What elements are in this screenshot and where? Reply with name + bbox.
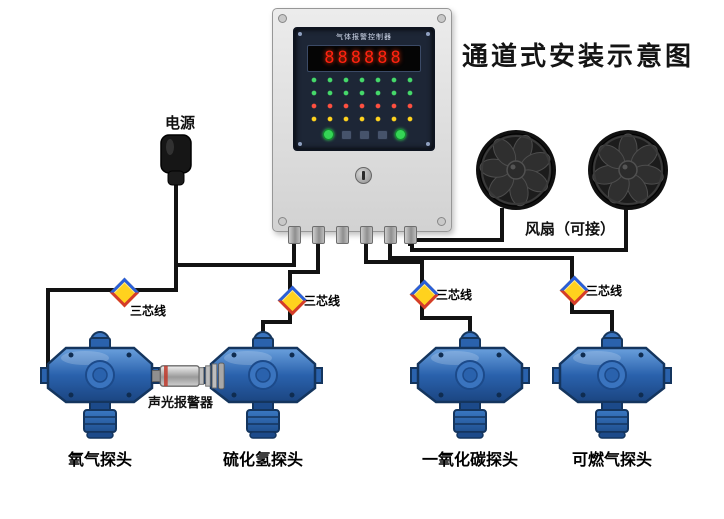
- screw-icon: [278, 14, 287, 23]
- indicator-row: [307, 88, 421, 98]
- wire-label: 三芯线: [130, 304, 167, 318]
- indicator-row: [307, 75, 421, 85]
- indicator-row: [307, 101, 421, 111]
- detector-label-oxygen: 氧气探头: [67, 450, 132, 469]
- detector-label-combustible: 可燃气探头: [571, 450, 652, 469]
- status-indicator-button: [394, 129, 406, 140]
- door-lock-icon: [355, 167, 372, 184]
- fan-icon: [588, 130, 668, 210]
- power-label: 电源: [164, 114, 195, 132]
- fan-icon: [476, 130, 556, 210]
- detector-label-co: 一氧化碳探头: [421, 450, 518, 469]
- panel-title: 气体报警控制器: [336, 33, 392, 41]
- cable-gland: [312, 226, 325, 244]
- detector-label-h2s: 硫化氢探头: [222, 450, 303, 469]
- page-title: 通道式安装示意图: [462, 42, 695, 72]
- screw-icon: [298, 32, 302, 36]
- screw-icon: [298, 142, 302, 146]
- panel-buttons: [295, 129, 433, 140]
- sound-light-alarm-icon: [152, 362, 225, 390]
- wire-label: 三芯线: [586, 284, 623, 298]
- panel-button: [340, 129, 352, 140]
- wire-label: 三芯线: [304, 294, 341, 308]
- wire-label: 三芯线: [436, 288, 473, 302]
- indicator-row: [307, 114, 421, 124]
- screw-icon: [437, 217, 446, 226]
- power-plug-icon: [160, 134, 192, 186]
- panel-button: [376, 129, 388, 140]
- panel-button: [358, 129, 370, 140]
- fan-label: 风扇（可接）: [524, 220, 615, 238]
- detector-combustible-icon: [552, 331, 672, 439]
- screw-icon: [278, 217, 287, 226]
- screw-icon: [426, 32, 430, 36]
- screw-icon: [426, 142, 430, 146]
- detector-oxygen-icon: [40, 331, 160, 439]
- alarm-controller-box: 气体报警控制器 888888: [272, 8, 452, 232]
- detector-co-icon: [410, 331, 530, 439]
- power-indicator-button: [322, 129, 334, 140]
- cable-gland: [404, 226, 417, 244]
- led-display: 888888: [307, 45, 421, 72]
- cable-gland: [360, 226, 373, 244]
- screw-icon: [437, 14, 446, 23]
- cable-gland: [384, 226, 397, 244]
- detector-h2s-icon: [203, 331, 323, 439]
- alarm-label: 声光报警器: [148, 396, 214, 411]
- cable-gland: [336, 226, 349, 244]
- cable-gland: [288, 226, 301, 244]
- controller-front-panel: 气体报警控制器 888888: [293, 27, 435, 151]
